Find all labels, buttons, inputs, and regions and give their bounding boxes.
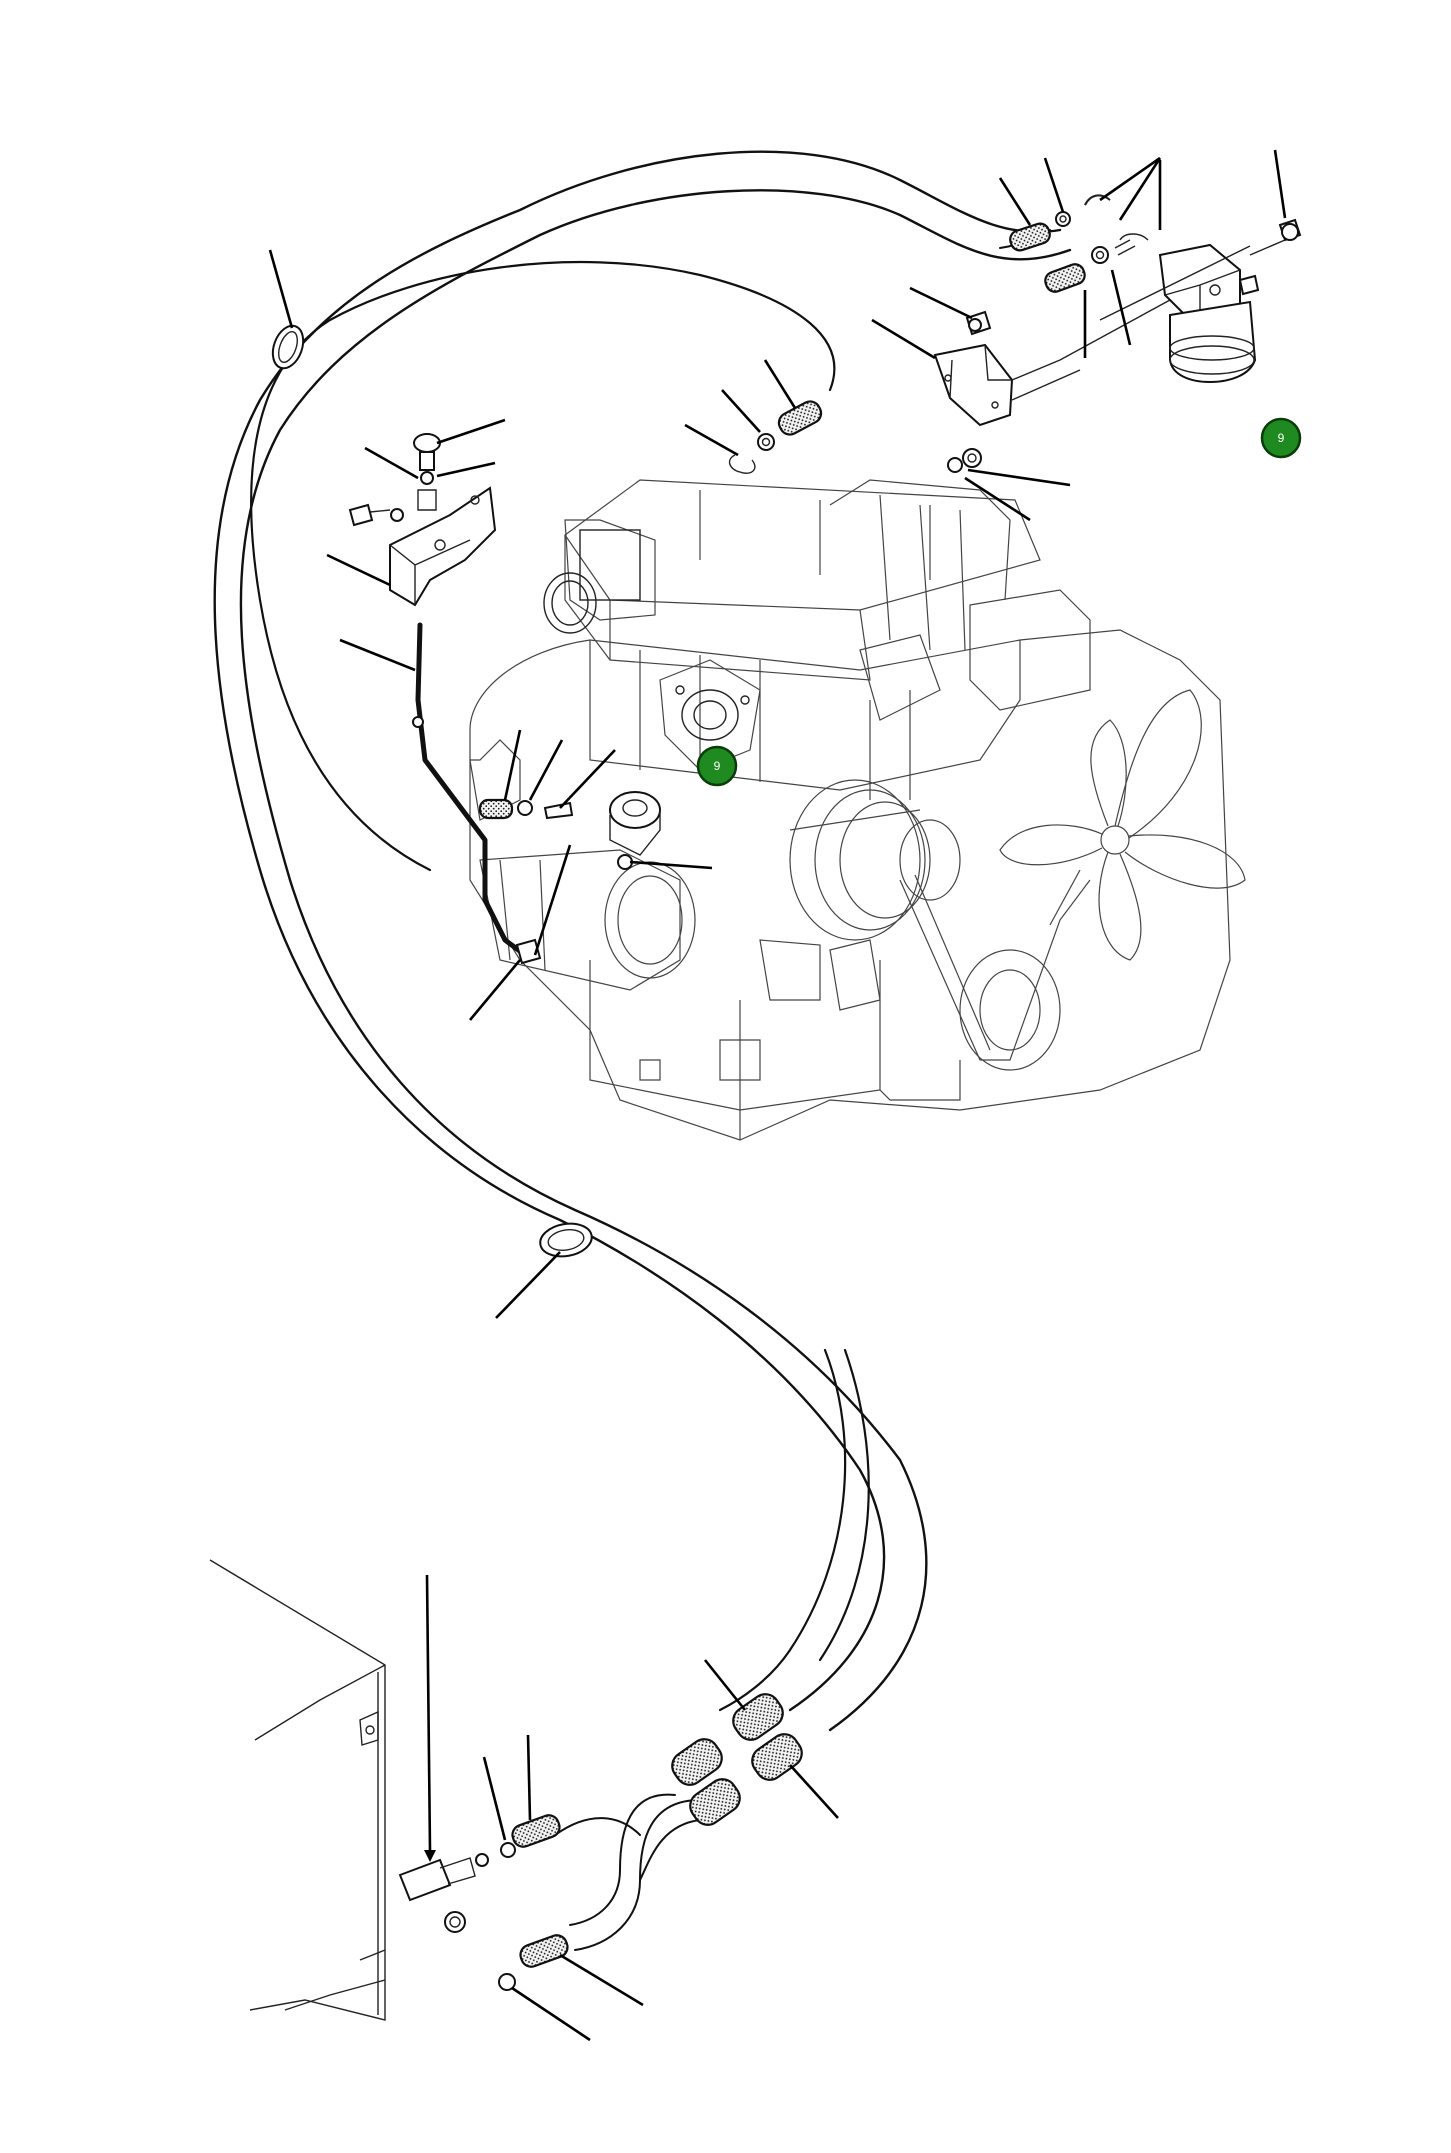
mounting-bracket-top (933, 343, 1014, 427)
hose-sleeve-tank-lower (519, 1934, 569, 1968)
hose-clamp-upper (271, 324, 305, 370)
leader-lines (268, 149, 1287, 2042)
hose-sleeve-tank-upper (511, 1814, 561, 1848)
callout-engine-block-label: 9 (714, 759, 721, 773)
callout-fuel-filter-label: 9 (1278, 431, 1285, 445)
hose-clamp-lower (539, 1222, 593, 1258)
callout-engine-block: 9 (696, 745, 738, 787)
hose-sleeve-top-2 (1044, 263, 1086, 293)
top-fittings (728, 194, 1302, 474)
fuel-pipe-bracket (389, 486, 497, 607)
hose-clamps (271, 324, 593, 1258)
callout-fuel-filter: 9 (1260, 417, 1302, 459)
hose-joiner-sleeves (671, 1693, 803, 1826)
hose-sleeve-top-1 (1009, 222, 1051, 252)
arrow-head (424, 1850, 436, 1862)
fuel-hoses (213, 150, 1072, 1951)
fuel-tank (209, 1559, 569, 2021)
hose-sleeve-mid (777, 400, 823, 436)
hose-sleeve-left (478, 798, 514, 820)
left-bracket-assembly (348, 433, 633, 965)
engine-assembly (469, 479, 1246, 1141)
